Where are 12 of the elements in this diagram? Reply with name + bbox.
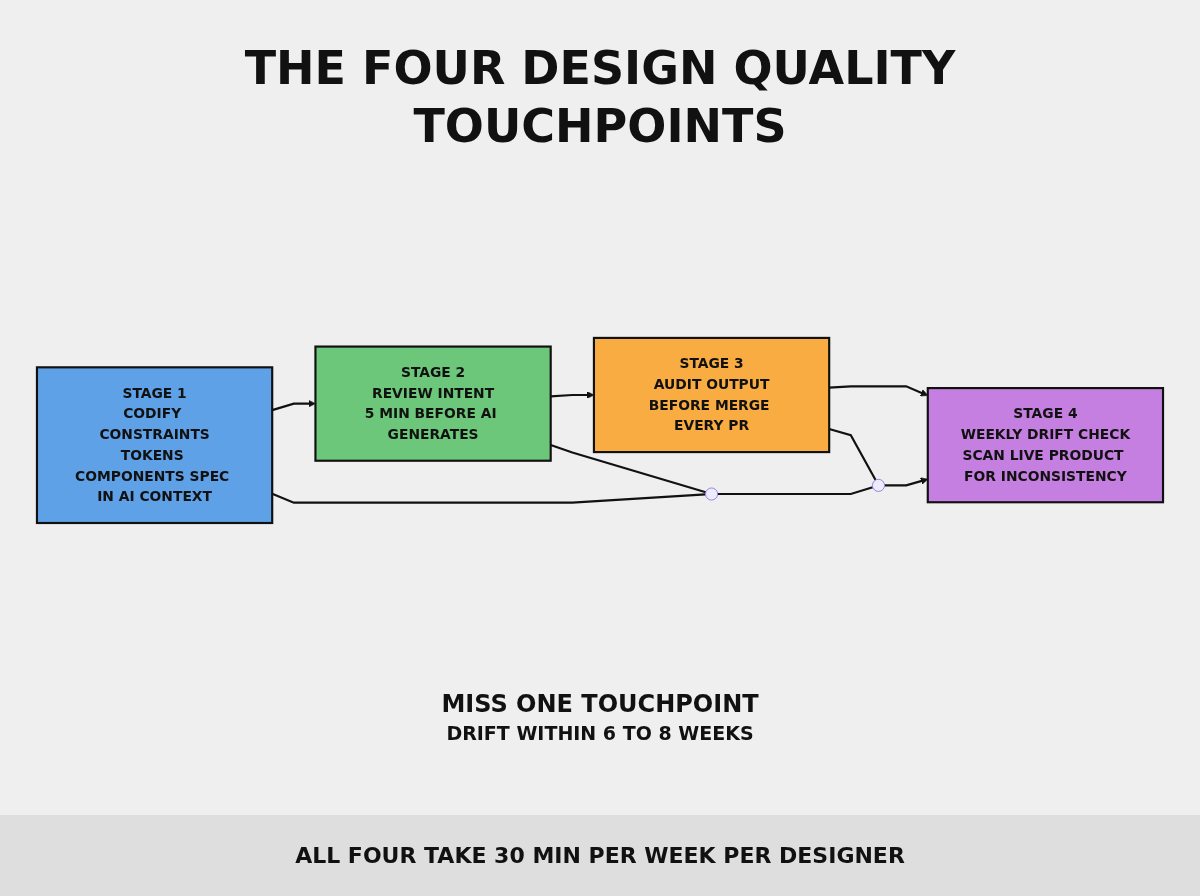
- connector: [717, 485, 874, 495]
- connector: [550, 443, 707, 493]
- node-circle: [872, 478, 885, 492]
- node-box: STAGE 3 AUDIT OUTPUT BEFORE MERGE EVERY PR: [592, 336, 831, 453]
- node-circle: [705, 487, 719, 501]
- note-text: DRIFT WITHIN 6 TO 8 WEEKS: [446, 722, 754, 744]
- node-box: STAGE 1 CODIFY CONSTRAINTS TOKENS COMPONENTS SPEC IN AI CONTEXT: [35, 365, 274, 524]
- title: THE FOUR DESIGN QUALITY TOUCHPOINTS: [243, 40, 957, 155]
- note-heading: MISS ONE TOUCHPOINT: [441, 690, 759, 718]
- node-box: STAGE 4 WEEKLY DRIFT CHECK SCAN LIVE PRODUCT FOR INCONSISTENCY: [926, 386, 1165, 503]
- caption: ALL FOUR TAKE 30 MIN PER WEEK PER DESIGNER: [295, 843, 905, 868]
- node-box: STAGE 2 REVIEW INTENT 5 MIN BEFORE AI GENERATES: [314, 345, 552, 462]
